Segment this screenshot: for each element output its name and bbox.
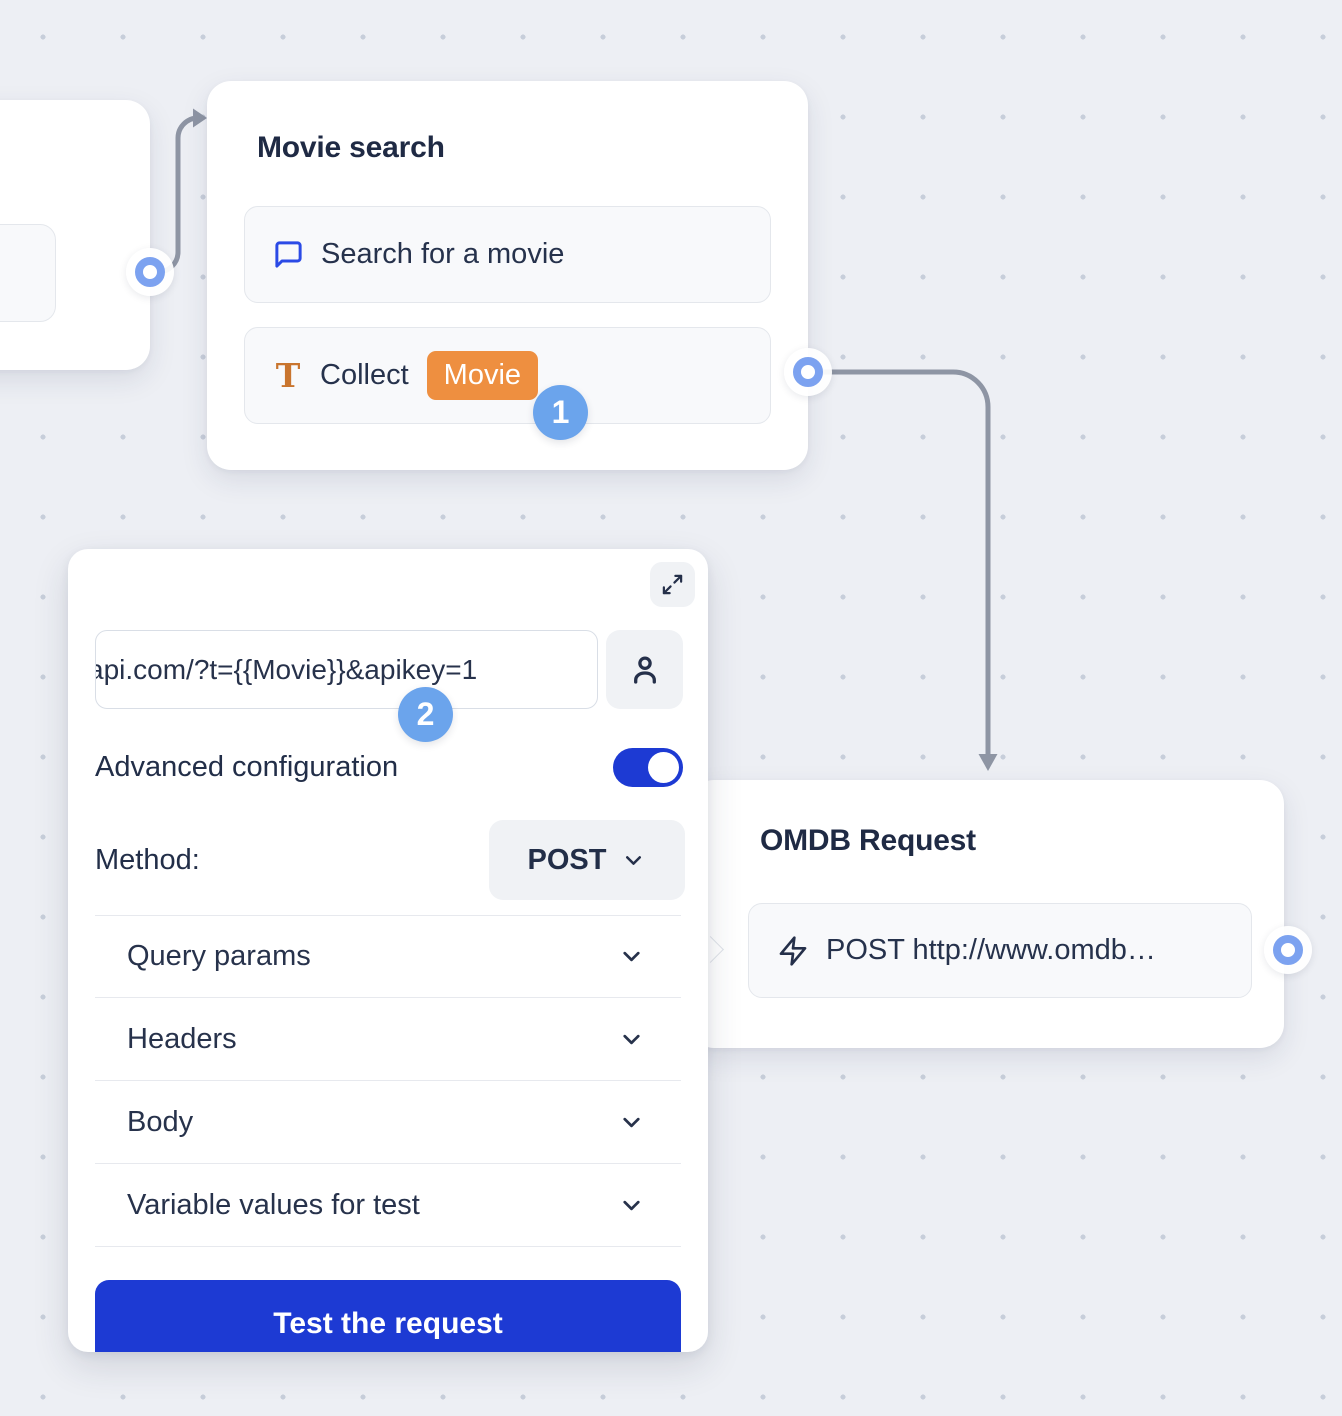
method-dropdown[interactable]: POST — [489, 820, 685, 900]
chat-bubble-icon — [273, 239, 304, 270]
request-config-panel[interactable]: Advanced configuration Method: POST Quer… — [68, 549, 708, 1352]
arrowhead-into-movie-search — [193, 108, 207, 128]
method-selected-value: POST — [527, 843, 607, 876]
advanced-configuration-toggle[interactable] — [613, 747, 683, 787]
expand-icon — [661, 573, 684, 596]
request-url-field-wrapper — [95, 630, 598, 709]
collect-block-label: Collect — [320, 359, 409, 391]
node-title: OMDB Request — [760, 824, 976, 857]
node-partial-left[interactable] — [0, 100, 150, 370]
node-title: Movie search — [257, 131, 445, 164]
chevron-down-icon — [621, 848, 646, 873]
chevron-down-icon — [618, 1192, 645, 1219]
method-row: Method: POST — [95, 820, 685, 900]
advanced-configuration-label: Advanced configuration — [95, 750, 399, 783]
chevron-down-icon — [618, 943, 645, 970]
toggle-knob — [648, 751, 679, 783]
chevron-down-icon — [618, 1109, 645, 1136]
question-block-label: Search for a movie — [321, 238, 565, 270]
request-url-input[interactable] — [96, 653, 597, 686]
output-port-omdb[interactable] — [1264, 926, 1312, 974]
divider — [95, 915, 681, 916]
webhook-block[interactable]: POST http://www.omdb… — [748, 903, 1252, 998]
person-icon — [627, 652, 663, 688]
output-port-partial-node[interactable] — [126, 248, 174, 296]
advanced-configuration-row: Advanced configuration — [95, 742, 683, 792]
question-block[interactable]: Search for a movie — [244, 206, 771, 303]
collect-block[interactable]: T Collect Movie — [244, 327, 771, 424]
text-icon: T — [275, 356, 301, 395]
arrowhead-into-omdb — [978, 754, 998, 771]
collapsible-sections: Query params Headers Body Variable value… — [95, 915, 681, 1247]
output-port-movie-search[interactable] — [784, 348, 832, 396]
test-request-button[interactable]: Test the request — [95, 1280, 681, 1352]
section-body[interactable]: Body — [95, 1081, 681, 1164]
node-partial-row[interactable] — [0, 224, 56, 322]
lightning-icon — [777, 935, 809, 967]
section-variable-values[interactable]: Variable values for test — [95, 1164, 681, 1247]
webhook-block-label: POST http://www.omdb… — [826, 934, 1156, 966]
step-badge-1: 1 — [533, 385, 588, 440]
chevron-down-icon — [618, 1026, 645, 1053]
section-headers[interactable]: Headers — [95, 998, 681, 1081]
node-omdb-request[interactable]: OMDB Request POST http://www.omdb… — [690, 780, 1284, 1048]
node-movie-search[interactable]: Movie search Search for a movie T Collec… — [207, 81, 808, 470]
expand-panel-button[interactable] — [650, 562, 695, 607]
insert-variable-button[interactable] — [606, 630, 683, 709]
variable-chip-movie[interactable]: Movie — [426, 351, 539, 400]
method-label: Method: — [95, 843, 200, 876]
step-badge-2: 2 — [398, 687, 453, 742]
section-query-params[interactable]: Query params — [95, 915, 681, 998]
